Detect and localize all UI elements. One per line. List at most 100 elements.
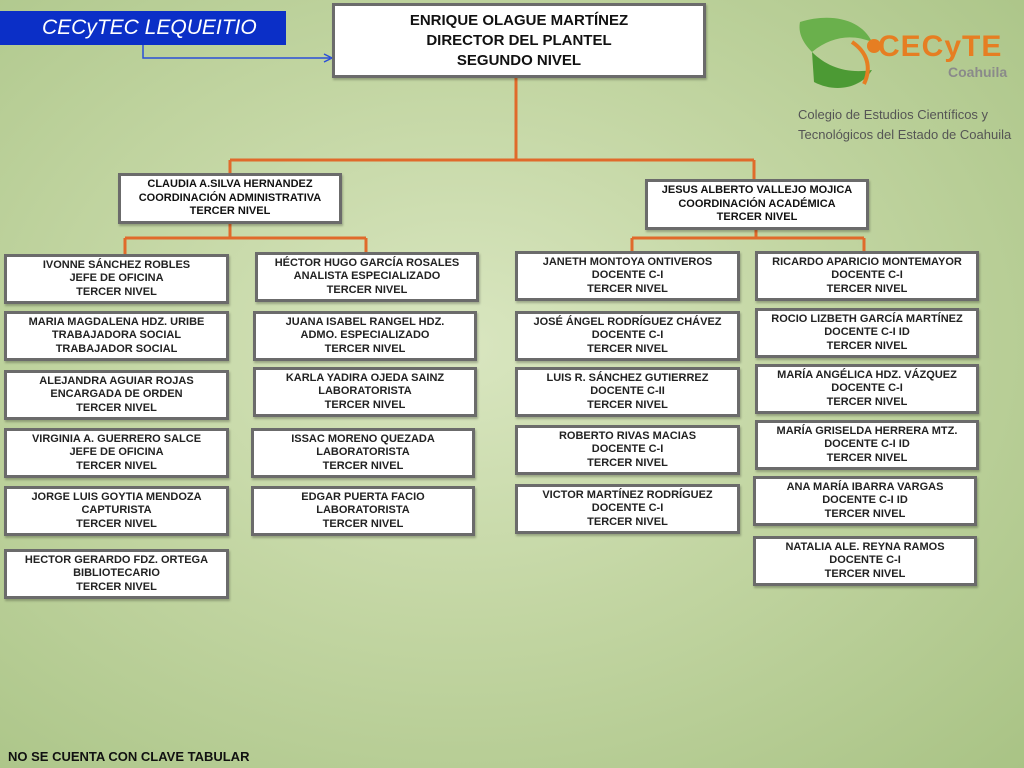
teacher-level: TERCER NIVEL (826, 282, 908, 295)
staff-level: TERCER NIVEL (324, 398, 406, 411)
cecyte-logo: CECyTE Coahuila Colegio de Estudios Cien… (792, 12, 1016, 148)
staff-role: LABORATORISTA (316, 504, 410, 517)
staff-box: EDGAR PUERTA FACIO LABORATORISTA TERCER … (251, 486, 475, 536)
director-name: ENRIQUE OLAGUE MARTÍNEZ (409, 11, 629, 29)
staff-role: JEFE DE OFICINA (69, 446, 164, 459)
staff-name: IVONNE SÁNCHEZ ROBLES (42, 258, 191, 271)
teacher-box: LUIS R. SÁNCHEZ GUTIERREZ DOCENTE C-II T… (515, 367, 740, 417)
teacher-role: DOCENTE C-I (591, 443, 664, 456)
connector-campus-arrow (142, 45, 330, 59)
staff-level: TERCER NIVEL (326, 283, 408, 296)
staff-name: MARIA MAGDALENA HDZ. URIBE (28, 315, 205, 328)
staff-role: TRABAJADORA SOCIAL (51, 329, 182, 342)
teacher-role: DOCENTE C-I (831, 269, 903, 282)
teacher-box: MARÍA GRISELDA HERRERA MTZ. DOCENTE C-I … (755, 420, 979, 470)
teacher-name: RICARDO APARICIO MONTEMAYOR (772, 255, 962, 268)
connector-academic-split (630, 229, 866, 252)
coordinator-level: TERCER NIVEL (189, 205, 271, 218)
staff-box: ALEJANDRA AGUIAR ROJAS ENCARGADA DE ORDE… (4, 370, 229, 420)
staff-level: TERCER NIVEL (76, 401, 157, 414)
staff-box: ISSAC MORENO QUEZADA LABORATORISTA TERCE… (251, 428, 475, 478)
coordinator-role: COORDINACIÓN ACADÉMICA (678, 197, 836, 210)
staff-box: JORGE LUIS GOYTIA MENDOZA CAPTURISTA TER… (4, 486, 229, 536)
staff-box: KARLA YADIRA OJEDA SAINZ LABORATORISTA T… (253, 367, 477, 417)
staff-role: CAPTURISTA (81, 504, 152, 517)
director-level: SEGUNDO NIVEL (456, 51, 582, 69)
teacher-name: NATALIA ALE. REYNA RAMOS (785, 540, 945, 553)
teacher-name: ROBERTO RIVAS MACIAS (558, 429, 697, 442)
staff-name: HÉCTOR HUGO GARCÍA ROSALES (274, 256, 460, 269)
teacher-box: ANA MARÍA IBARRA VARGAS DOCENTE C-I ID T… (753, 476, 977, 526)
teacher-level: TERCER NIVEL (824, 507, 906, 520)
teacher-role: DOCENTE C-I ID (824, 438, 910, 451)
teacher-role: DOCENTE C-I (831, 382, 903, 395)
staff-level: TERCER NIVEL (76, 459, 157, 472)
teacher-box: RICARDO APARICIO MONTEMAYOR DOCENTE C-I … (755, 251, 979, 301)
staff-level: TERCER NIVEL (322, 459, 404, 472)
director-role: DIRECTOR DEL PLANTEL (426, 31, 612, 49)
staff-name: ALEJANDRA AGUIAR ROJAS (39, 374, 194, 387)
staff-role: ANALISTA ESPECIALIZADO (293, 270, 441, 283)
coordinator-box-academic: JESUS ALBERTO VALLEJO MOJICA COORDINACIÓ… (645, 179, 869, 230)
teacher-box: JOSÉ ÁNGEL RODRÍGUEZ CHÁVEZ DOCENTE C-I … (515, 311, 740, 361)
staff-name: JUANA ISABEL RANGEL HDZ. (285, 315, 445, 328)
staff-level: TRABAJADOR SOCIAL (55, 342, 178, 355)
staff-role: ADMO. ESPECIALIZADO (300, 329, 430, 342)
teacher-box: MARÍA ANGÉLICA HDZ. VÁZQUEZ DOCENTE C-I … (755, 364, 979, 414)
teacher-level: TERCER NIVEL (587, 456, 668, 469)
teacher-level: TERCER NIVEL (826, 395, 908, 408)
coordinator-level: TERCER NIVEL (716, 211, 798, 224)
logo-line-1: Colegio de Estudios Científicos y (798, 107, 989, 122)
teacher-role: DOCENTE C-I (591, 329, 664, 342)
cecyte-emblem-icon (799, 17, 881, 89)
staff-box: JUANA ISABEL RANGEL HDZ. ADMO. ESPECIALI… (253, 311, 477, 361)
staff-level: TERCER NIVEL (76, 580, 157, 593)
staff-box: MARIA MAGDALENA HDZ. URIBE TRABAJADORA S… (4, 311, 229, 361)
teacher-name: MARÍA ANGÉLICA HDZ. VÁZQUEZ (777, 368, 957, 381)
teacher-box: JANETH MONTOYA ONTIVEROS DOCENTE C-I TER… (515, 251, 740, 301)
staff-box: VIRGINIA A. GUERRERO SALCE JEFE DE OFICI… (4, 428, 229, 478)
staff-box: HÉCTOR HUGO GARCÍA ROSALES ANALISTA ESPE… (255, 252, 479, 302)
teacher-level: TERCER NIVEL (826, 339, 908, 352)
teacher-box: VICTOR MARTÍNEZ RODRÍGUEZ DOCENTE C-I TE… (515, 484, 740, 534)
staff-box: IVONNE SÁNCHEZ ROBLES JEFE DE OFICINA TE… (4, 254, 229, 304)
teacher-level: TERCER NIVEL (587, 282, 668, 295)
teacher-name: MARÍA GRISELDA HERRERA MTZ. (776, 424, 958, 437)
staff-role: ENCARGADA DE ORDEN (50, 388, 183, 401)
teacher-box: ROCIO LIZBETH GARCÍA MARTÍNEZ DOCENTE C-… (755, 308, 979, 358)
staff-name: ISSAC MORENO QUEZADA (291, 432, 435, 445)
teacher-name: LUIS R. SÁNCHEZ GUTIERREZ (546, 371, 709, 384)
teacher-level: TERCER NIVEL (587, 398, 668, 411)
footnote: NO SE CUENTA CON CLAVE TABULAR (8, 749, 250, 764)
teacher-role: DOCENTE C-I ID (824, 326, 910, 339)
staff-role: LABORATORISTA (316, 446, 410, 459)
staff-role: JEFE DE OFICINA (69, 272, 164, 285)
logo-line-2: Tecnológicos del Estado de Coahuila (798, 127, 1012, 142)
staff-name: VIRGINIA A. GUERRERO SALCE (31, 432, 202, 445)
teacher-level: TERCER NIVEL (587, 515, 668, 528)
teacher-role: DOCENTE C-I (829, 554, 901, 567)
teacher-level: TERCER NIVEL (587, 342, 668, 355)
teacher-name: JOSÉ ÁNGEL RODRÍGUEZ CHÁVEZ (533, 315, 722, 328)
teacher-level: TERCER NIVEL (824, 567, 906, 580)
teacher-role: DOCENTE C-I (591, 269, 664, 282)
coordinator-name: CLAUDIA A.SILVA HERNANDEZ (147, 178, 313, 191)
teacher-name: ANA MARÍA IBARRA VARGAS (786, 480, 944, 493)
teacher-box: ROBERTO RIVAS MACIAS DOCENTE C-I TERCER … (515, 425, 740, 475)
staff-name: KARLA YADIRA OJEDA SAINZ (285, 371, 445, 384)
staff-name: EDGAR PUERTA FACIO (301, 490, 425, 503)
staff-box: HECTOR GERARDO FDZ. ORTEGA BIBLIOTECARIO… (4, 549, 229, 599)
teacher-role: DOCENTE C-I (591, 502, 664, 515)
staff-name: HECTOR GERARDO FDZ. ORTEGA (24, 553, 209, 566)
staff-role: BIBLIOTECARIO (73, 567, 160, 580)
connector-admin-split (123, 223, 368, 255)
teacher-role: DOCENTE C-I ID (822, 494, 908, 507)
teacher-name: JANETH MONTOYA ONTIVEROS (542, 255, 713, 268)
coordinator-name: JESUS ALBERTO VALLEJO MOJICA (661, 184, 853, 197)
staff-level: TERCER NIVEL (76, 517, 157, 530)
campus-label: CECyTEC LEQUEITIO (0, 11, 286, 45)
logo-state: Coahuila (948, 64, 1008, 80)
coordinator-box-admin: CLAUDIA A.SILVA HERNANDEZ COORDINACIÓN A… (118, 173, 342, 224)
teacher-box: NATALIA ALE. REYNA RAMOS DOCENTE C-I TER… (753, 536, 977, 586)
